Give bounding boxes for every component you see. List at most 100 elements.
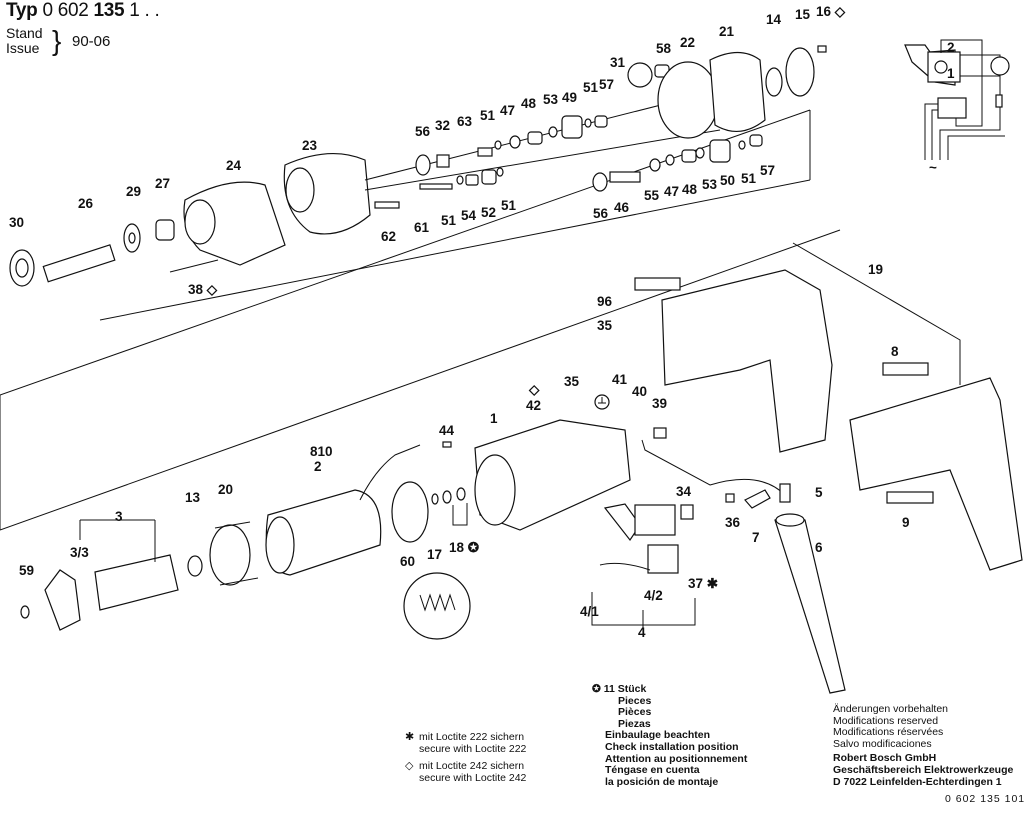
part-36-screw bbox=[725, 493, 735, 503]
part-5-cord bbox=[779, 483, 791, 503]
part-3-armature bbox=[44, 519, 179, 631]
part-27-bushing bbox=[155, 219, 175, 241]
document-number: 0 602 135 101 bbox=[945, 793, 1026, 805]
type-number: Typ 0 602 135 1 . . bbox=[6, 0, 160, 21]
label-part-34: 34 bbox=[676, 484, 692, 499]
ground-symbol-icon bbox=[594, 394, 610, 410]
label-part-4: 4 bbox=[638, 625, 646, 640]
label-part-24: 24 bbox=[226, 158, 242, 173]
star-circle-icon: ✪ bbox=[592, 683, 601, 695]
label-part-4-1: 4/1 bbox=[580, 604, 599, 619]
type-header: Typ 0 602 135 1 . . bbox=[6, 0, 160, 22]
label-part-5: 5 bbox=[815, 485, 823, 500]
label-part-9: 9 bbox=[902, 515, 910, 530]
label-part-44: 44 bbox=[439, 423, 455, 438]
label-part-27: 27 bbox=[155, 176, 170, 191]
label-part-60: 60 bbox=[400, 554, 415, 569]
part-1-motor-housing bbox=[474, 419, 631, 531]
label-part-41: 41 bbox=[612, 372, 628, 387]
company-name: Robert Bosch GmbH bbox=[833, 752, 937, 765]
ac-symbol: ~ bbox=[929, 160, 937, 175]
label-part-42-symbol: ◇ bbox=[528, 382, 541, 397]
gear-cluster-upper bbox=[364, 61, 721, 191]
label-part-51-b: 51 bbox=[583, 80, 599, 95]
modifications-footer: Änderungen vorbehalten Modifications res… bbox=[833, 703, 1014, 788]
label-part-49: 49 bbox=[562, 90, 577, 105]
label-part-19: 19 bbox=[868, 262, 883, 277]
label-part-20: 20 bbox=[218, 482, 233, 497]
label-part-31: 31 bbox=[610, 55, 626, 70]
label-part-8: 8 bbox=[891, 344, 899, 359]
label-part-39: 39 bbox=[652, 396, 667, 411]
label-part-3: 3 bbox=[115, 509, 123, 524]
part-62-pin bbox=[374, 201, 400, 209]
label-part-59: 59 bbox=[19, 563, 34, 578]
label-part-42: 42 bbox=[526, 398, 541, 413]
label-part-48-lower: 48 bbox=[682, 182, 698, 197]
label-part-21: 21 bbox=[719, 24, 735, 39]
part-6-cord-guard bbox=[774, 513, 846, 694]
part-29-bearing bbox=[123, 223, 141, 253]
part-24-housing bbox=[183, 181, 286, 266]
part-26-spindle bbox=[42, 244, 116, 283]
part-38-screw bbox=[169, 259, 219, 273]
gearbox-frame bbox=[0, 109, 841, 531]
label-part-53-upper: 53 bbox=[543, 92, 559, 107]
part-59-washer bbox=[20, 605, 30, 619]
diamond-icon: ◇ bbox=[405, 760, 414, 773]
loctite-222-row: ✱ mit Loctite 222 sichern secure with Lo… bbox=[405, 731, 527, 755]
wiring-terminal-2: 2 bbox=[947, 40, 955, 55]
label-part-53-lower: 53 bbox=[702, 177, 718, 192]
part-2-field-coil bbox=[265, 444, 421, 576]
label-part-36: 36 bbox=[725, 515, 741, 530]
detail-circle bbox=[403, 572, 471, 640]
label-part-4-2: 4/2 bbox=[644, 588, 663, 603]
label-part-14: 14 bbox=[766, 12, 782, 27]
label-part-3-3: 3/3 bbox=[70, 545, 89, 560]
part-19-housing-half-left bbox=[634, 269, 833, 453]
issue-value: 90-06 bbox=[72, 33, 111, 50]
label-part-52: 52 bbox=[481, 205, 496, 220]
label-part-22: 22 bbox=[680, 35, 695, 50]
label-part-96: 96 bbox=[597, 294, 613, 309]
part-44-sleeve bbox=[442, 441, 452, 448]
label-part-29: 29 bbox=[126, 184, 141, 199]
label-part-50: 50 bbox=[720, 173, 735, 188]
part-13-bearing bbox=[187, 555, 203, 577]
label-part-57-upper: 57 bbox=[599, 77, 614, 92]
label-part-51-d: 51 bbox=[501, 198, 517, 213]
part-16-screw bbox=[817, 45, 827, 53]
loctite-242-row: ◇ mit Loctite 242 sichern secure with Lo… bbox=[405, 760, 527, 784]
label-part-40: 40 bbox=[632, 384, 647, 399]
label-part-35-handle: 35 bbox=[597, 318, 613, 333]
label-part-1: 1 bbox=[490, 411, 498, 426]
label-part-62: 62 bbox=[381, 229, 396, 244]
part-7-clamp bbox=[744, 489, 771, 509]
loctite-legend: ✱ mit Loctite 222 sichern secure with Lo… bbox=[405, 731, 527, 790]
label-part-51-a: 51 bbox=[480, 108, 496, 123]
label-part-16: 16 ◇ bbox=[816, 4, 847, 19]
star-icon: ✱ bbox=[405, 731, 415, 743]
label-part-48-upper: 48 bbox=[521, 96, 537, 111]
label-part-47-upper: 47 bbox=[500, 103, 515, 118]
label-part-57-lower: 57 bbox=[760, 163, 775, 178]
label-part-30: 30 bbox=[9, 215, 24, 230]
ground-wire bbox=[641, 439, 786, 496]
stand-issue-label: Stand Issue bbox=[6, 25, 43, 56]
wiring-terminal-1: 1 bbox=[947, 66, 955, 81]
part-14-bearing bbox=[765, 67, 783, 97]
part-15-plate bbox=[785, 47, 815, 97]
company-address: D 7022 Leinfelden-Echterdingen 1 bbox=[833, 775, 1002, 788]
part-labels: 1 810 2 3 3/3 4 4/1 4/2 5 6 7 8 9 13 14 … bbox=[9, 4, 910, 640]
part-30-nut bbox=[9, 249, 35, 287]
label-part-46: 46 bbox=[614, 200, 630, 215]
label-part-18: 18 ✪ bbox=[449, 540, 480, 555]
gear-cluster-lower bbox=[419, 134, 763, 192]
label-part-51-c: 51 bbox=[441, 213, 457, 228]
label-part-38: 38 ◇ bbox=[188, 282, 219, 297]
label-part-6: 6 bbox=[815, 540, 823, 555]
label-part-35-motor: 35 bbox=[564, 374, 580, 389]
label-part-2: 2 bbox=[314, 459, 322, 474]
part-39-clamp bbox=[653, 427, 667, 439]
